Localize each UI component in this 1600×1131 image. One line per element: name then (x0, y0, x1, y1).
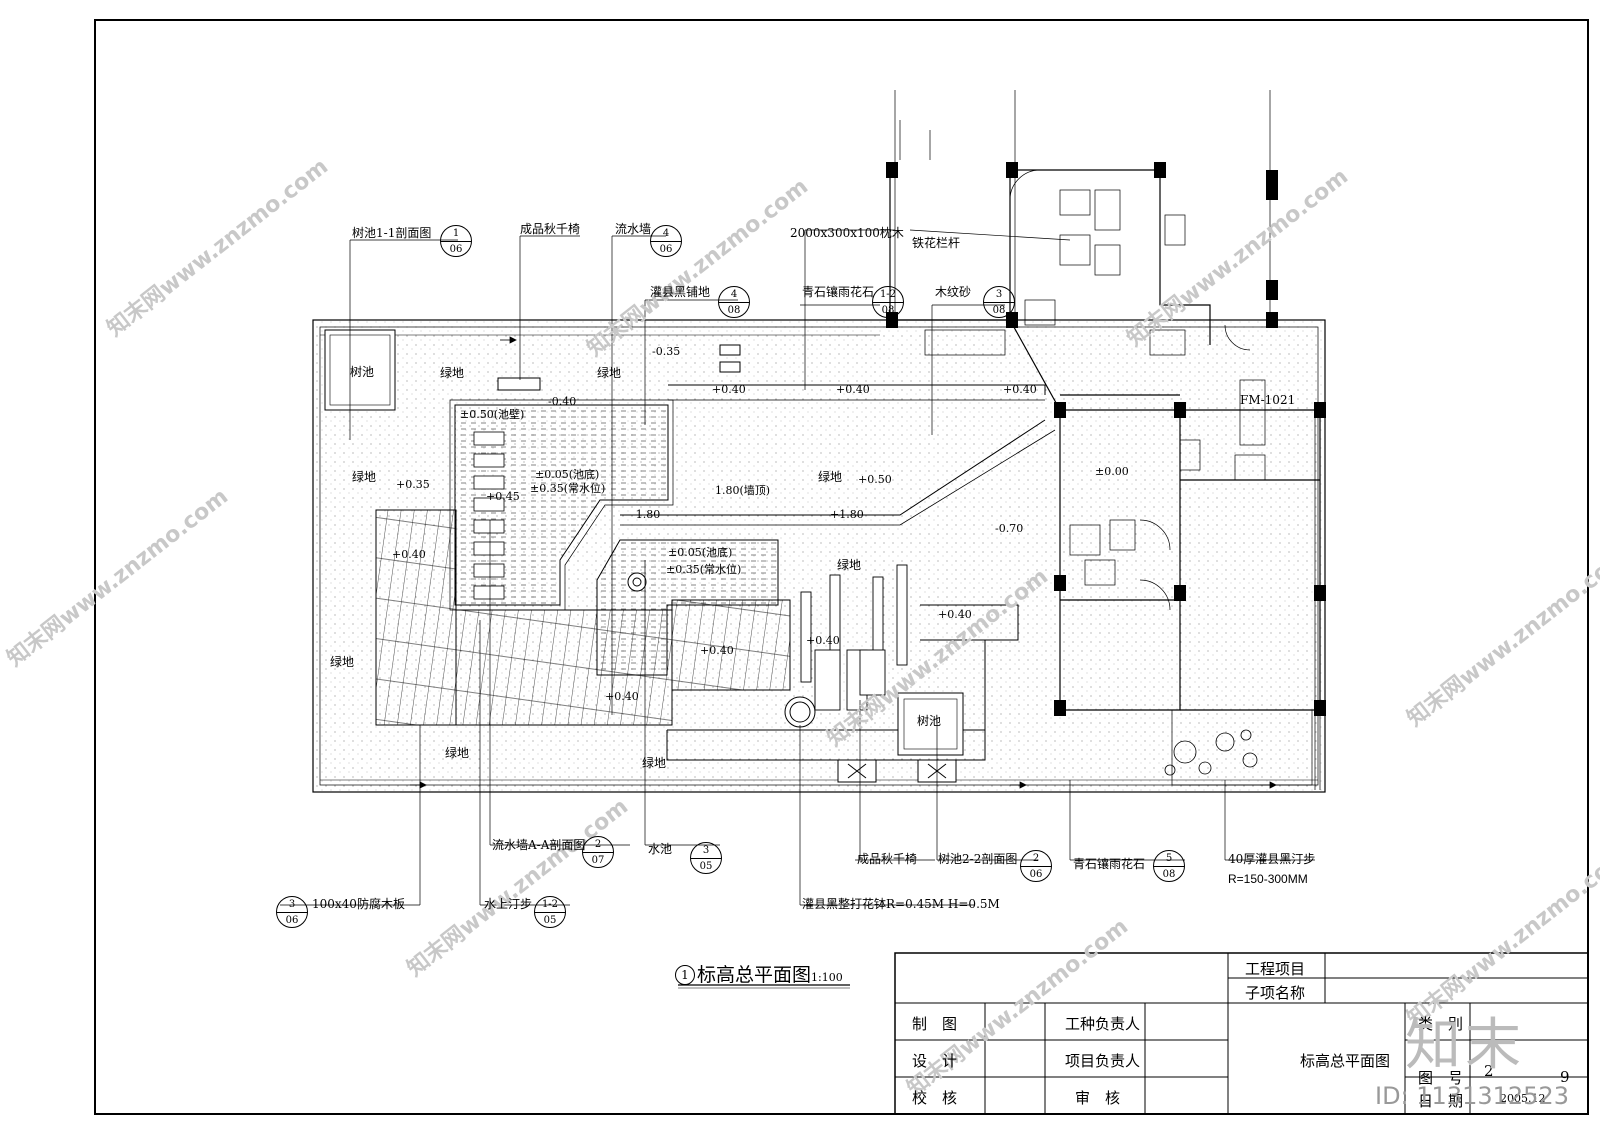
elevation-mark: ±0.05(池底) (535, 468, 600, 481)
tb-category-label: 类 别 (1418, 1015, 1464, 1033)
tb-project: 工程项目 (1245, 960, 1306, 978)
label-green: 绿地 (352, 470, 377, 484)
watermark-logo: 知末 (1405, 1013, 1525, 1078)
tb-trade-lead: 工种负责人 (1065, 1015, 1141, 1033)
label-sleeper: 2000x300x100枕木 (790, 226, 904, 240)
elevation-mark: +0.40 (392, 548, 426, 561)
elevation-mark: ±0.00 (1095, 465, 1129, 478)
elevation-mark: ±0.05(池底) (668, 546, 733, 559)
tb-design: 设 计 (912, 1052, 958, 1070)
tb-sheet-name: 标高总平面图 (1300, 1052, 1391, 1070)
label-black-paving: 灌县黑铺地 (650, 285, 711, 299)
label-flowing-wall: 流水墙 (615, 222, 652, 236)
watermark-id: ID: 1131312523 (1375, 1082, 1569, 1110)
elevation-mark: +0.40 (806, 634, 840, 647)
label-antiseptic-board: 100x40防腐木板 (312, 897, 405, 911)
label-tree-pool-right: 树池 (917, 714, 942, 728)
elevation-mark: +0.40 (836, 383, 870, 396)
elevation-mark: +0.40 (700, 644, 734, 657)
elevation-mark: -0.40 (548, 395, 577, 408)
tb-sheet-no-2: 9 (1560, 1068, 1570, 1086)
label-tree-pool-left: 树池 (350, 365, 375, 379)
label-green: 绿地 (445, 746, 470, 760)
label-swing-chair-bottom: 成品秋千椅 (857, 852, 918, 866)
label-swing-chair-top: 成品秋千椅 (520, 222, 581, 236)
elevation-mark: +1.80 (830, 508, 864, 521)
label-green: 绿地 (818, 470, 843, 484)
label-green: 绿地 (597, 366, 622, 380)
tb-draw: 制 图 (912, 1015, 958, 1033)
tb-review: 审 核 (1075, 1089, 1121, 1107)
label-water-step: 水上汀步 (484, 897, 533, 911)
tb-check: 校 核 (912, 1089, 958, 1107)
drawing-scale: 1:100 (811, 971, 843, 984)
tb-project-lead: 项目负责人 (1065, 1052, 1141, 1070)
label-green: 绿地 (642, 756, 667, 770)
label-green: 绿地 (837, 558, 862, 572)
elevation-mark: +0.45 (486, 490, 520, 503)
elevation-mark: +0.40 (938, 608, 972, 621)
label-green: 绿地 (330, 655, 355, 669)
label-tree-pool-section: 树池1-1剖面图 (352, 226, 432, 240)
elevation-mark: ±0.50(池壁) (460, 408, 525, 421)
elevation-mark: +0.40 (1003, 383, 1037, 396)
drawing-number: 1 (675, 965, 695, 985)
label-flow-wall-section: 流水墙A-A剖面图 (492, 838, 586, 852)
label-iron-railing: 铁花栏杆 (912, 236, 961, 250)
elevation-mark: -0.35 (652, 345, 681, 358)
elevation-mark: -1.80 (632, 508, 661, 521)
label-bluestone-inlay-bottom: 青石镶雨花石 (1073, 857, 1146, 871)
elevation-mark: 1.80(墙顶) (715, 484, 771, 497)
label-pond: 水池 (648, 842, 673, 856)
elevation-mark: +0.50 (858, 473, 892, 486)
label-wood-sand: 木纹砂 (935, 285, 972, 299)
label-door: FM-1021 (1240, 393, 1296, 407)
elevation-mark: -0.70 (995, 522, 1024, 535)
elevation-mark: ±0.35(常水位) (666, 563, 742, 576)
label-black-stone-pot: 灌县黑整打花钵R=0.45M H=0.5M (802, 897, 1000, 911)
tb-date-label: 日 期 (1418, 1092, 1464, 1110)
tb-date: 2005.12 (1500, 1092, 1546, 1105)
elevation-mark: +0.40 (605, 690, 639, 703)
tb-sheet-no-label: 图 号 (1418, 1069, 1464, 1087)
label-tree-pool-2-section: 树池2-2剖面图 (938, 852, 1018, 866)
label-bluestone-inlay-top: 青石镶雨花石 (802, 285, 875, 299)
tb-sheet-no: 2 (1484, 1062, 1494, 1080)
elevation-mark: ±0.35(常水位) (530, 482, 606, 495)
tb-sub-item: 子项名称 (1245, 984, 1306, 1002)
elevation-mark: +0.35 (396, 478, 430, 491)
label-green: 绿地 (440, 366, 465, 380)
label-stepping-radius: R=150-300MM (1228, 872, 1308, 886)
label-stepping-stone: 40厚灌县黑汀步 (1228, 852, 1316, 866)
drawing-title-text: 标高总平面图 (697, 964, 812, 986)
elevation-mark: +0.40 (712, 383, 746, 396)
